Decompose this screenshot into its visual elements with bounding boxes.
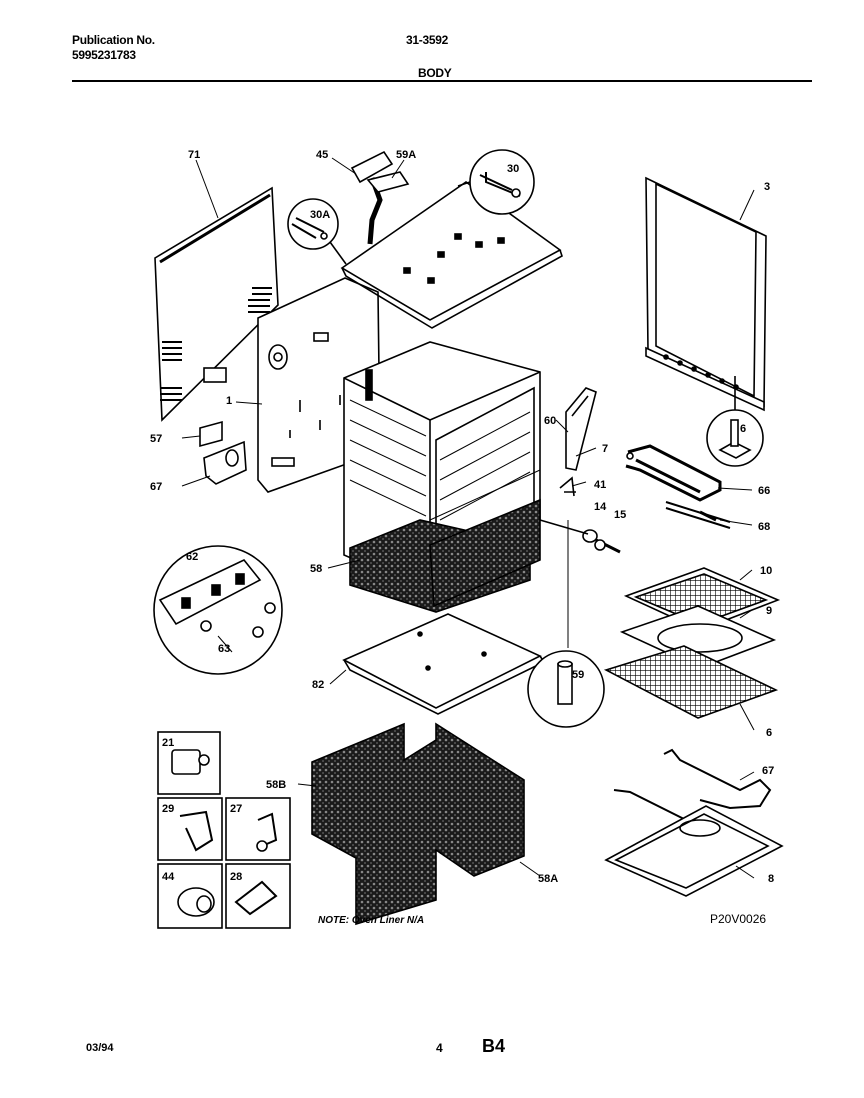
callout-7: 7 xyxy=(602,443,608,455)
callout-58: 58 xyxy=(310,563,322,575)
callout-28: 28 xyxy=(230,871,242,883)
callout-58a: 58A xyxy=(538,873,558,885)
callout-14: 14 xyxy=(594,501,607,513)
callout-30a: 30A xyxy=(310,209,330,221)
footer-page: 4 xyxy=(436,1041,443,1055)
back-panel-71 xyxy=(154,186,279,422)
footer-date: 03/94 xyxy=(86,1042,114,1054)
callout-82: 82 xyxy=(312,679,324,691)
callout-8: 8 xyxy=(768,873,774,885)
callout-57: 57 xyxy=(150,433,162,445)
oven-liner-note: NOTE: Oven Liner N/A xyxy=(318,915,425,926)
callout-60: 60 xyxy=(544,415,556,427)
callout-6-rack: 6 xyxy=(766,727,772,739)
callout-66: 66 xyxy=(758,485,770,497)
callout-30: 30 xyxy=(507,163,519,175)
top-panel xyxy=(340,181,563,329)
section-title: BODY xyxy=(418,66,452,80)
callout-63: 63 xyxy=(218,643,230,655)
callout-10: 10 xyxy=(760,565,772,577)
callout-41: 41 xyxy=(594,479,606,491)
callout-1: 1 xyxy=(226,395,232,407)
publication-number: 5995231783 xyxy=(72,48,136,62)
callout-15: 15 xyxy=(614,509,626,521)
part-box-27 xyxy=(225,797,291,861)
callout-45: 45 xyxy=(316,149,328,161)
model-number: 31-3592 xyxy=(406,33,448,47)
callout-68: 68 xyxy=(758,521,770,533)
part-box-29 xyxy=(157,797,223,861)
callout-6-leveler: 6 xyxy=(740,423,746,435)
footer-section-code: B4 xyxy=(482,1036,506,1056)
callout-9: 9 xyxy=(766,605,772,617)
callout-labels: 71 45 59A 30 3 30A 1 57 67 60 7 6 41 66 … xyxy=(150,149,774,885)
callout-29: 29 xyxy=(162,803,174,815)
header-rule xyxy=(72,80,812,82)
publication-label: Publication No. xyxy=(72,33,155,47)
diagram-code: P20V0026 xyxy=(710,912,767,926)
callout-67-right: 67 xyxy=(762,765,774,777)
callout-59: 59 xyxy=(572,669,584,681)
callout-62: 62 xyxy=(186,551,198,563)
callout-27: 27 xyxy=(230,803,242,815)
callout-67-left: 67 xyxy=(150,481,162,493)
callout-71: 71 xyxy=(188,149,200,161)
callout-44: 44 xyxy=(162,871,175,883)
door-panel-3 xyxy=(645,176,767,412)
part-drawings xyxy=(153,149,784,929)
callout-59a: 59A xyxy=(396,149,416,161)
callout-3: 3 xyxy=(764,181,770,193)
callout-58b: 58B xyxy=(266,779,286,791)
callout-21: 21 xyxy=(162,737,174,749)
part-box-28 xyxy=(225,863,291,929)
